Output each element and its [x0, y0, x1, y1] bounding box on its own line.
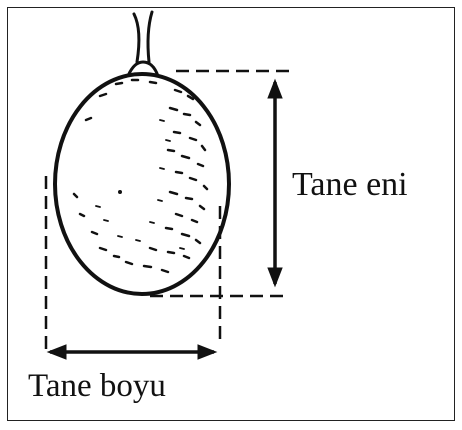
width-arrow-head-bottom [268, 268, 282, 286]
length-label: Tane boyu [28, 368, 166, 405]
stem [128, 12, 158, 76]
length-arrow-head-left [48, 345, 66, 359]
length-arrow-head-right [198, 345, 216, 359]
width-arrow-head-top [268, 80, 282, 98]
grape-berry [55, 74, 229, 294]
width-label: Tane eni [292, 166, 408, 204]
